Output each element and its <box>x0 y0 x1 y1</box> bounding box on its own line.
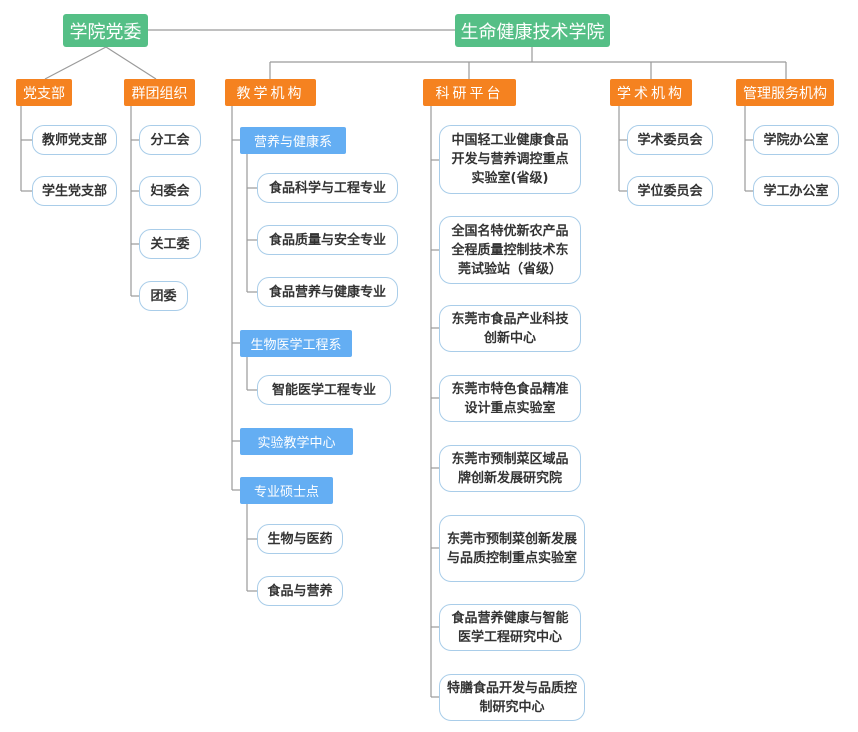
degree-committee: 学位委员会 <box>627 176 713 206</box>
student-party-branch: 学生党支部 <box>32 176 117 206</box>
research-platform-node: 科研平台 <box>423 79 516 106</box>
major-food-nutrition: 食品营养与健康专业 <box>257 277 398 307</box>
women-committee: 妇委会 <box>139 176 201 206</box>
research-platform-item: 中国轻工业健康食品开发与营养调控重点实验室(省级) <box>439 125 581 194</box>
college-node: 生命健康技术学院 <box>455 14 610 47</box>
experimental-teaching-center: 实验教学中心 <box>240 428 353 455</box>
teacher-party-branch: 教师党支部 <box>32 125 117 155</box>
academic-institution-node: 学术机构 <box>610 79 692 106</box>
party-committee-node: 学院党委 <box>63 14 148 47</box>
academic-committee: 学术委员会 <box>627 125 713 155</box>
mass-organization-node: 群团组织 <box>124 79 195 106</box>
major-food-science: 食品科学与工程专业 <box>257 173 398 203</box>
dept-biomedical-engineering: 生物医学工程系 <box>240 330 352 357</box>
dept-nutrition-health: 营养与健康系 <box>240 127 346 154</box>
research-platform-item: 东莞市预制菜创新发展与品质控制重点实验室 <box>439 515 585 582</box>
major-food-quality: 食品质量与安全专业 <box>257 225 398 255</box>
master-bio-medicine: 生物与医药 <box>257 524 343 554</box>
youth-league: 团委 <box>139 281 188 311</box>
major-intelligent-medical: 智能医学工程专业 <box>257 375 391 405</box>
research-platform-item: 东莞市预制菜区域品牌创新发展研究院 <box>439 445 581 492</box>
professional-master-program: 专业硕士点 <box>240 477 333 504</box>
youth-care-committee: 关工委 <box>139 229 201 259</box>
research-platform-item: 东莞市食品产业科技创新中心 <box>439 305 581 352</box>
college-office: 学院办公室 <box>753 125 839 155</box>
master-food-nutrition: 食品与营养 <box>257 576 343 606</box>
student-affairs-office: 学工办公室 <box>753 176 839 206</box>
research-platform-item: 食品营养健康与智能医学工程研究中心 <box>439 604 581 651</box>
teaching-institution-node: 教学机构 <box>225 79 316 106</box>
admin-service-node: 管理服务机构 <box>736 79 834 106</box>
labor-union: 分工会 <box>139 125 201 155</box>
party-branch-node: 党支部 <box>16 79 72 106</box>
research-platform-item: 全国名特优新农产品全程质量控制技术东莞试验站（省级） <box>439 216 581 284</box>
research-platform-item: 特膳食品开发与品质控制研究中心 <box>439 674 585 721</box>
research-platform-item: 东莞市特色食品精准设计重点实验室 <box>439 375 581 422</box>
